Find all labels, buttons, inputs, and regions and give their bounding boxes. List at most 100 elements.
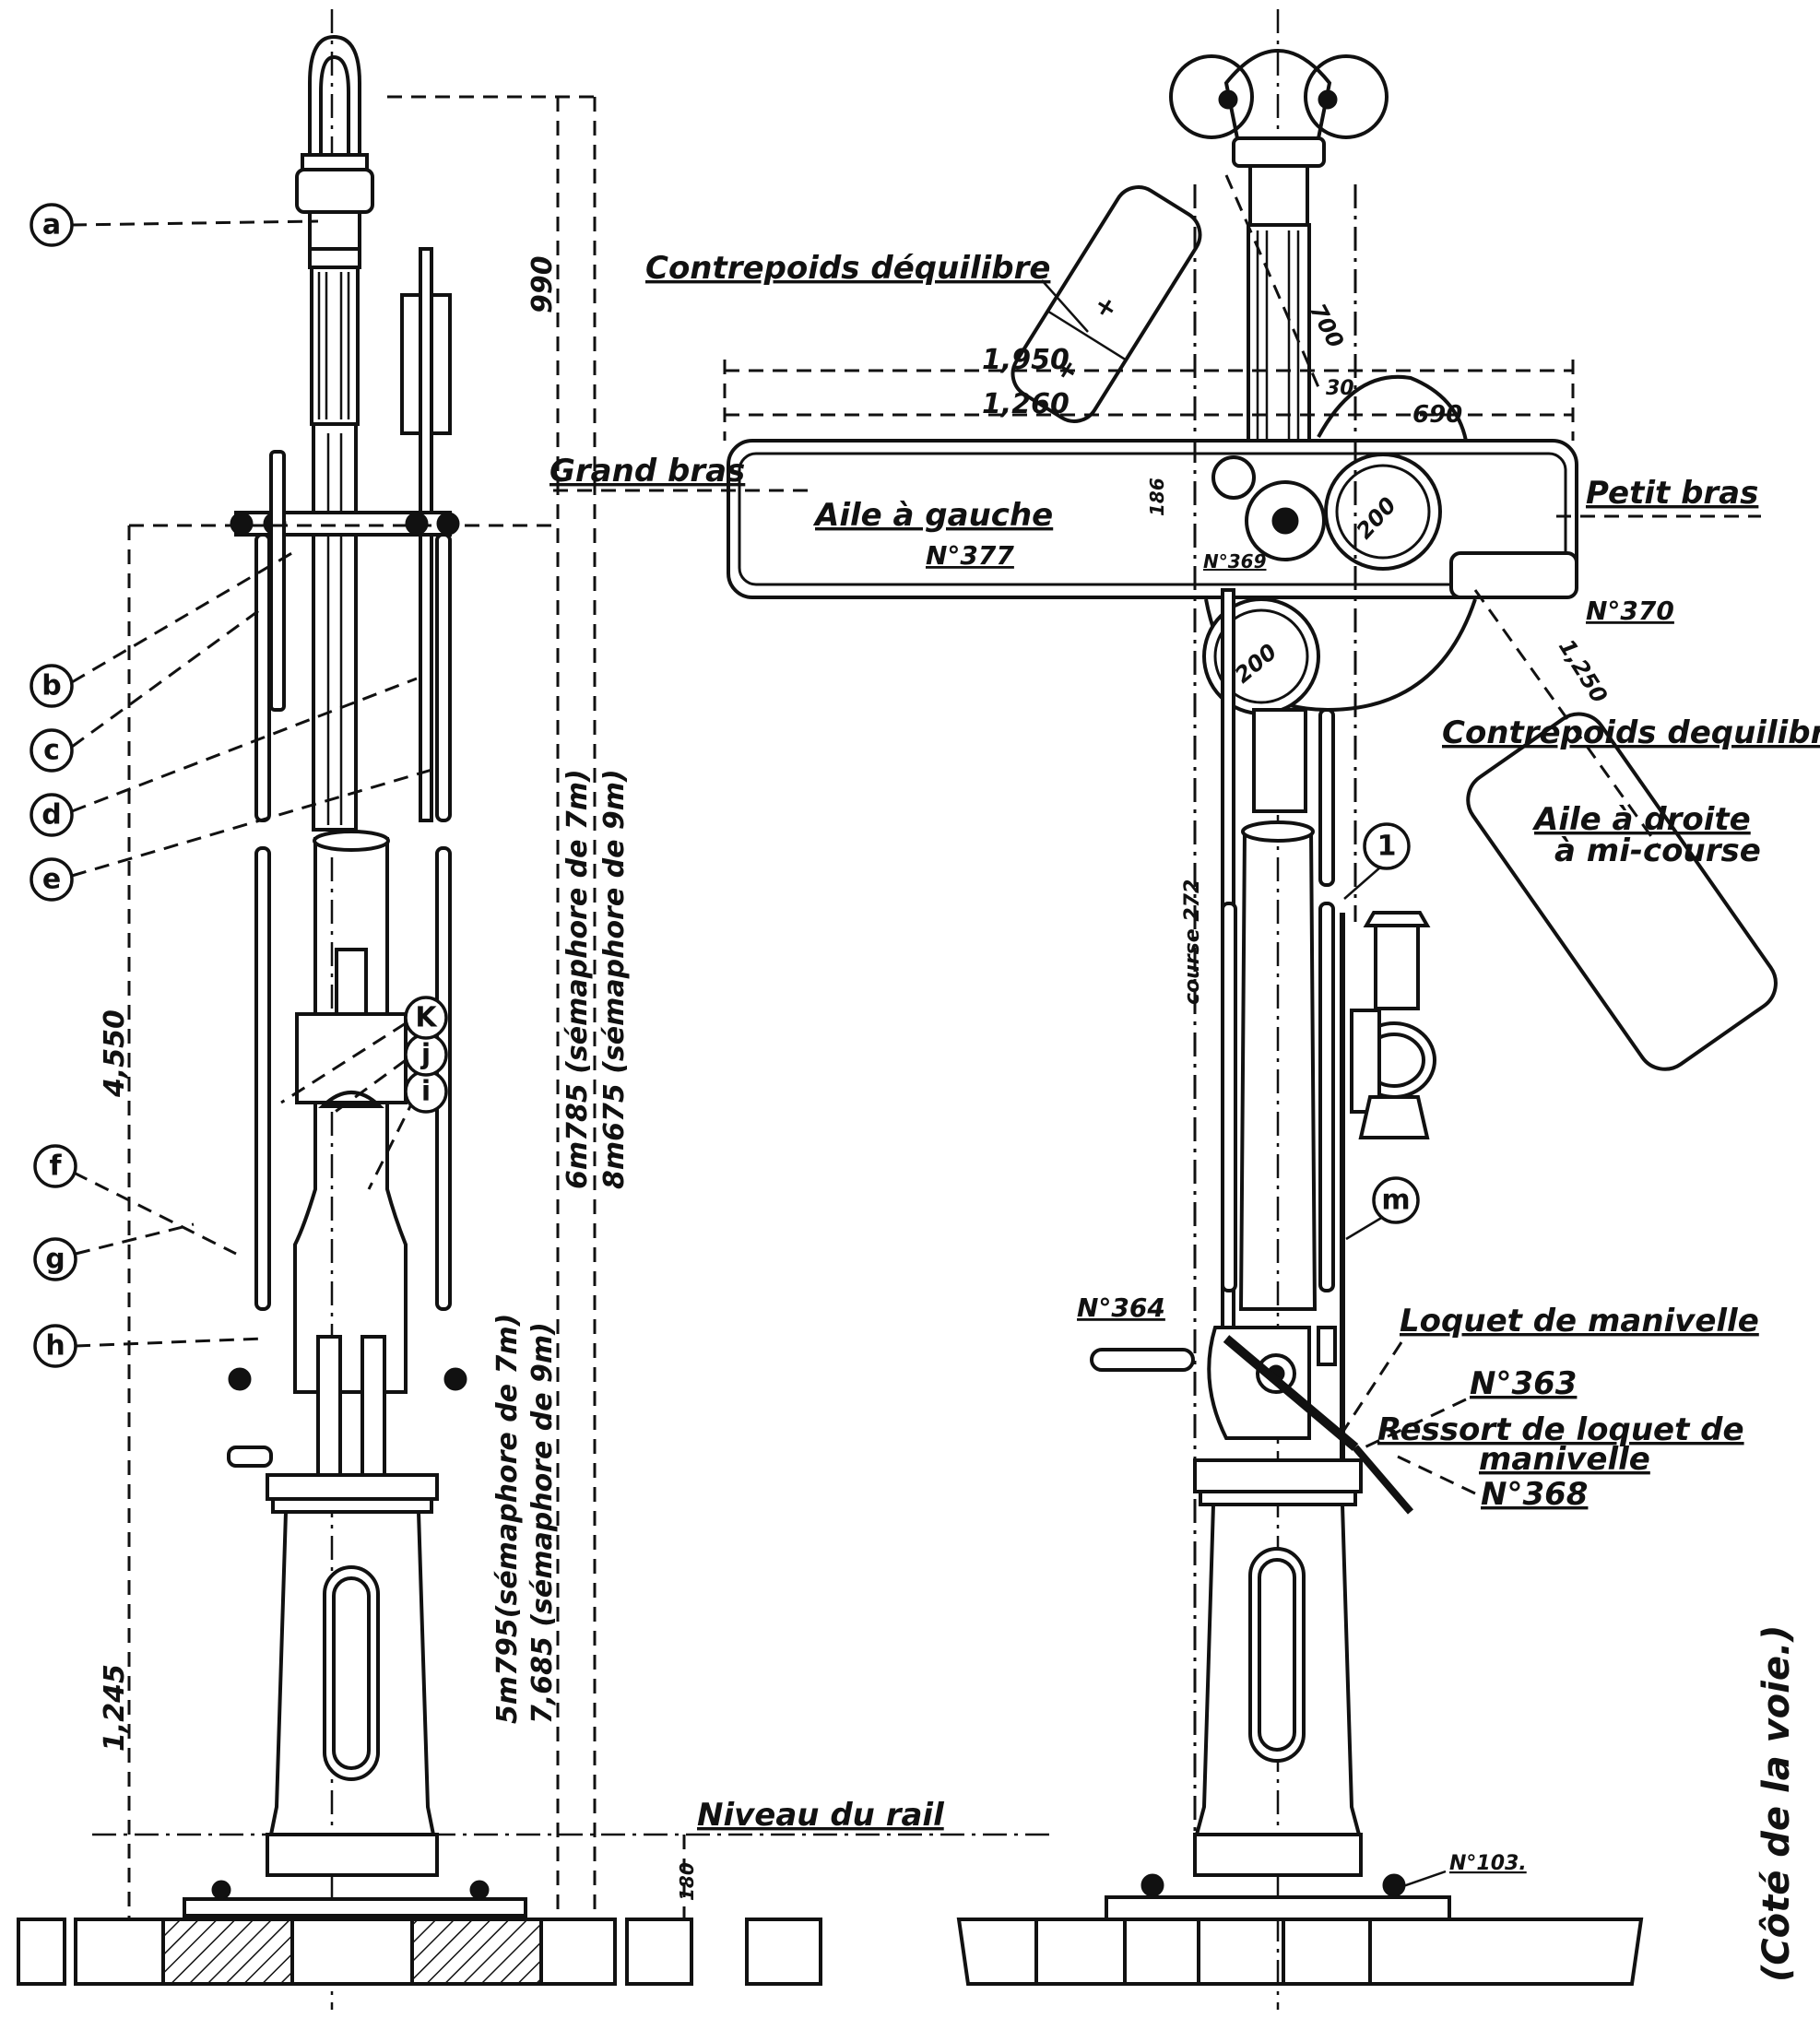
callout-1: 1 <box>1343 822 1411 900</box>
crank-assembly <box>1090 1326 1414 1515</box>
counterweight-upper: + + <box>1010 185 1202 423</box>
left-pedestal-foot <box>266 1833 439 1877</box>
right-pedestal-panel-inner <box>1258 1558 1296 1752</box>
left-base-flange <box>266 1473 439 1501</box>
arm-pivot-hub <box>1271 507 1299 535</box>
loquet-leader <box>1341 1341 1403 1434</box>
dim-8675-9m: 8m675 (sémaphore de 9m) <box>598 769 631 1189</box>
dim-6785-7m: 6m785 (sémaphore de 7m) <box>561 769 594 1189</box>
left-crank-handle <box>227 1446 273 1468</box>
callout-k: K <box>280 996 448 1104</box>
dim-186: 186 <box>1146 478 1168 516</box>
right-neck <box>1248 164 1309 227</box>
left-lamp-rod <box>335 948 368 1016</box>
left-foundation-block <box>17 1918 66 1986</box>
label-mi-course: à mi-course <box>1554 832 1761 869</box>
svg-text:m: m <box>1381 1185 1410 1217</box>
callout-c: c <box>30 607 263 773</box>
left-rod-b <box>254 533 271 822</box>
left-bolt <box>405 512 429 536</box>
left-base-ring <box>271 1497 433 1514</box>
callout-d: d <box>30 677 418 837</box>
left-pedestal-panel-inner <box>332 1576 371 1770</box>
svg-text:g: g <box>45 1244 65 1276</box>
svg-text:c: c <box>43 735 60 767</box>
left-foundation-block <box>745 1918 822 1986</box>
leader <box>1041 279 1089 333</box>
left-bolt <box>436 512 460 536</box>
top-pulley-housing <box>1223 49 1332 140</box>
left-foundation-block <box>625 1918 693 1986</box>
left-foundation-block <box>290 1918 414 1986</box>
left-cap <box>295 168 374 214</box>
left-rod-lower-l <box>254 846 271 1311</box>
right-rod-r2 <box>1318 902 1335 1292</box>
right-anchor-bolt <box>1140 1873 1164 1897</box>
label-niveau-du-rail: Niveau du rail <box>697 1797 945 1834</box>
left-rod-c <box>269 450 286 712</box>
label-loquet: Loquet de manivelle <box>1400 1303 1759 1339</box>
left-ring <box>308 247 361 269</box>
left-springs <box>316 1335 386 1477</box>
part-n377: N°377 <box>926 540 1014 571</box>
dim-180: 180 <box>676 1862 698 1901</box>
left-flutes <box>317 272 350 419</box>
left-foundation-block <box>74 1918 165 1986</box>
label-cote-de-la-voie: (Côté de la voie.) <box>1755 1625 1798 1982</box>
part-n363: N°363 <box>1470 1365 1577 1402</box>
part-n370: N°370 <box>1586 596 1674 626</box>
left-clamp <box>295 1012 408 1104</box>
dim-1950: 1,950 <box>982 344 1070 376</box>
left-bolt <box>230 512 254 536</box>
right-anchor-bolt <box>1382 1873 1406 1897</box>
left-finial-band <box>301 153 369 171</box>
right-mast-top-ellipse <box>1241 820 1315 843</box>
dim-990: 990 <box>526 255 559 313</box>
callout-f: f <box>33 1144 237 1256</box>
right-elevation: + + <box>550 9 1820 2010</box>
svg-text:a: a <box>42 209 61 242</box>
left-mast-tube <box>312 422 358 832</box>
right-base-flange <box>1193 1458 1363 1493</box>
svg-text:f: f <box>49 1151 62 1183</box>
left-foundation-block <box>539 1918 617 1986</box>
left-finial <box>308 34 361 184</box>
left-crank-bolt <box>228 1367 252 1391</box>
label-contrepoids-low: Contrepoids dequilibre <box>1442 714 1820 751</box>
callout-j: j <box>329 1033 448 1117</box>
signal-lamp <box>1350 911 1436 1139</box>
rod-eye <box>1211 455 1256 500</box>
part-n368: N°368 <box>1481 1476 1588 1513</box>
svg-text:j: j <box>420 1039 431 1071</box>
dim-line-1250 <box>1473 589 1661 849</box>
callout-h: h <box>33 1324 265 1368</box>
spectacle-lens-lower-inner <box>1213 608 1309 704</box>
n368-leader <box>1397 1455 1476 1495</box>
svg-text:b: b <box>41 670 61 702</box>
label-ressort-1: Ressort de loquet de <box>1377 1411 1744 1448</box>
left-neck <box>308 210 361 251</box>
n363-leader <box>1364 1398 1467 1449</box>
pulley-axle <box>1218 89 1238 110</box>
left-mast-top-ellipse <box>313 830 390 852</box>
dim-30: 30 <box>1326 377 1354 400</box>
callout-a: a <box>30 203 319 247</box>
right-fluted-lower <box>1252 708 1307 813</box>
callout-b: b <box>30 549 296 708</box>
label-aile-droite: Aile à droite <box>1531 801 1751 838</box>
right-foundation <box>956 1918 1644 1986</box>
right-baseplate <box>1105 1895 1451 1921</box>
label-petit-bras: Petit bras <box>1586 475 1758 512</box>
label-ressort-2: manivelle <box>1479 1441 1650 1478</box>
dim-1260: 1,260 <box>982 388 1070 420</box>
callout-e: e <box>30 767 436 902</box>
dim-line-700 <box>1224 174 1320 388</box>
svg-text:e: e <box>42 864 61 896</box>
left-clamp-cap <box>318 1091 384 1108</box>
left-anchor-bolt <box>211 1880 231 1900</box>
left-foundation-hatch <box>410 1918 543 1986</box>
left-elevation: 990 4,550 1,245 180 6m785 (sémaphore de … <box>17 9 1051 2010</box>
pulley-axle <box>1318 89 1338 110</box>
right-cap <box>1232 136 1326 168</box>
